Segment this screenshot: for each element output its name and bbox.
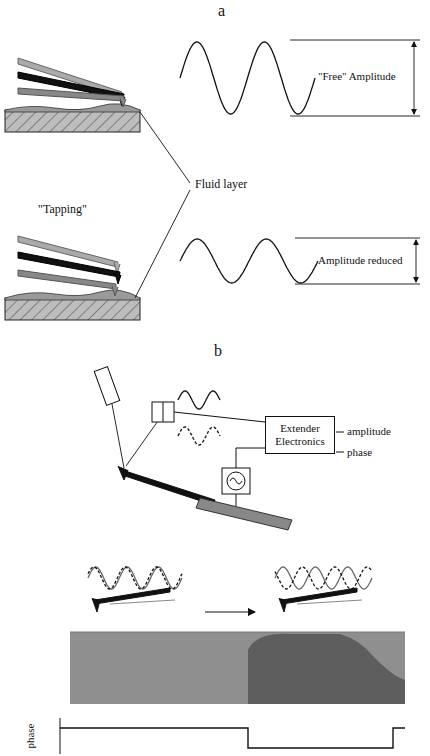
laser [94,367,119,406]
box-label: Extender Electronics [272,422,328,448]
afm-setup [94,367,344,530]
oscillator [222,468,250,494]
amplitude-bracket [290,40,420,284]
substrate-free [5,104,140,132]
panel-letter: a [218,2,225,20]
phase-axis [60,718,61,754]
annotation: phase [347,446,372,458]
sine-wave [88,567,182,589]
phase-trace [60,728,405,748]
leader-line [140,112,190,183]
sine-wave [88,567,182,589]
piezo [196,498,292,530]
annotation: "Tapping" [38,203,87,216]
annotation: phase [24,724,36,749]
leader-line [135,190,190,298]
annotation: Fluid layer [195,178,247,191]
photodetector [152,402,174,422]
sine-wave [180,239,318,283]
cantilevers-free [18,58,126,107]
panel-letter: b [214,342,222,360]
electronics-box: Extender Electronics [265,416,335,454]
waveforms [88,42,372,589]
sine-wave [178,427,220,445]
sine-wave [180,42,315,114]
cantilever-small [92,588,362,612]
annotation: amplitude [347,425,391,437]
sine-wave [178,391,220,409]
annotation: Amplitude reduced [318,254,403,266]
cantilevers-tapping [18,236,121,296]
annotation: "Free" Amplitude [318,70,396,82]
substrate-tapping [5,290,140,320]
sample [70,632,405,704]
sine-wave [275,567,372,589]
sine-wave [275,567,372,589]
